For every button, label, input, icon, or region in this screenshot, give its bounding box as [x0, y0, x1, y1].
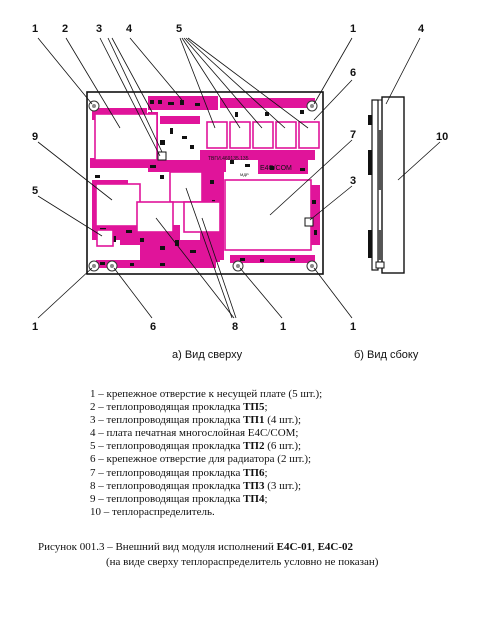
side-view	[368, 96, 405, 274]
pad-tp3-a	[169, 171, 203, 203]
figure-caption-line2: (на виде сверху теплораспределитель усло…	[106, 556, 379, 568]
callout: 10	[436, 131, 448, 143]
top-view: ТВГИ.469135.135 E4C/COM МДР	[86, 91, 324, 275]
board-marking-small: МДР	[240, 172, 249, 177]
callout: 6	[150, 321, 156, 333]
pad-tp2-5	[298, 121, 320, 149]
callout: 5	[176, 23, 182, 35]
callout-numbers: 1 2 3 4 5 1 6 9 5 7 3 1 6 8 1 1 4 10	[32, 23, 448, 333]
caption-side-view: б) Вид сбоку	[354, 349, 419, 361]
pad-tp3-b	[136, 201, 174, 233]
pad-tp1-a	[157, 151, 167, 161]
legend-item: 10 – теплораспределитель.	[90, 505, 215, 518]
callout: 9	[32, 131, 38, 143]
board-marking-logo: E4C/COM	[260, 165, 292, 172]
figure-caption-line1: Рисунок 001.3 – Внешний вид модуля испол…	[38, 541, 354, 553]
pad-tp1-b	[304, 217, 314, 227]
callout: 1	[32, 321, 38, 333]
legend-item: 6 – крепежное отверстие для радиатора (2…	[90, 453, 312, 466]
caption-top-view: а) Вид сверху	[172, 349, 243, 361]
pad-tp3-c	[183, 201, 221, 233]
callout: 4	[126, 23, 133, 35]
callout: 3	[96, 23, 102, 35]
pad-tp6	[224, 179, 312, 251]
pad-tp2-6	[96, 229, 114, 247]
side-heat-spreader	[381, 96, 405, 274]
legend-item: 4 – плата печатная многослойная E4C/COM;	[90, 427, 299, 440]
pad-tp5	[94, 113, 158, 161]
callout: 1	[350, 321, 356, 333]
legend-item: 5 – теплопроводящая прокладка ТП2 (6 шт.…	[90, 440, 302, 453]
pad-tp2-1	[206, 121, 228, 149]
callout: 6	[350, 67, 356, 79]
pad-tp2-4	[275, 121, 297, 149]
pad-tp2-2	[229, 121, 251, 149]
callout: 1	[280, 321, 286, 333]
callout: 5	[32, 185, 38, 197]
callout: 4	[418, 23, 425, 35]
leader-lines	[37, 37, 441, 319]
callout: 1	[350, 23, 356, 35]
board-marking-top: ТВГИ.469135.135	[208, 156, 249, 162]
legend-item: 1 – крепежное отверстие к несущей плате …	[90, 388, 323, 400]
callout: 3	[350, 175, 356, 187]
callout: 7	[350, 129, 356, 141]
legend-item: 9 – теплопроводящая прокладка ТП4;	[90, 492, 268, 505]
legend-item: 2 – теплопроводящая прокладка ТП5;	[90, 401, 268, 414]
module-drawing: ТВГИ.469135.135 E4C/COM МДР	[32, 23, 448, 333]
pad-tp4	[95, 183, 141, 227]
side-board	[371, 99, 379, 271]
legend: 1 – крепежное отверстие к несущей плате …	[90, 388, 322, 519]
legend-item: 8 – теплопроводящая прокладка ТП3 (3 шт.…	[90, 479, 302, 492]
callout: 2	[62, 23, 68, 35]
legend-item: 7 – теплопроводящая прокладка ТП6;	[90, 466, 268, 479]
pad-tp2-3	[252, 121, 274, 149]
callout: 8	[232, 321, 238, 333]
callout: 1	[32, 23, 38, 35]
legend-item: 3 – теплопроводящая прокладка ТП1 (4 шт.…	[90, 414, 302, 427]
